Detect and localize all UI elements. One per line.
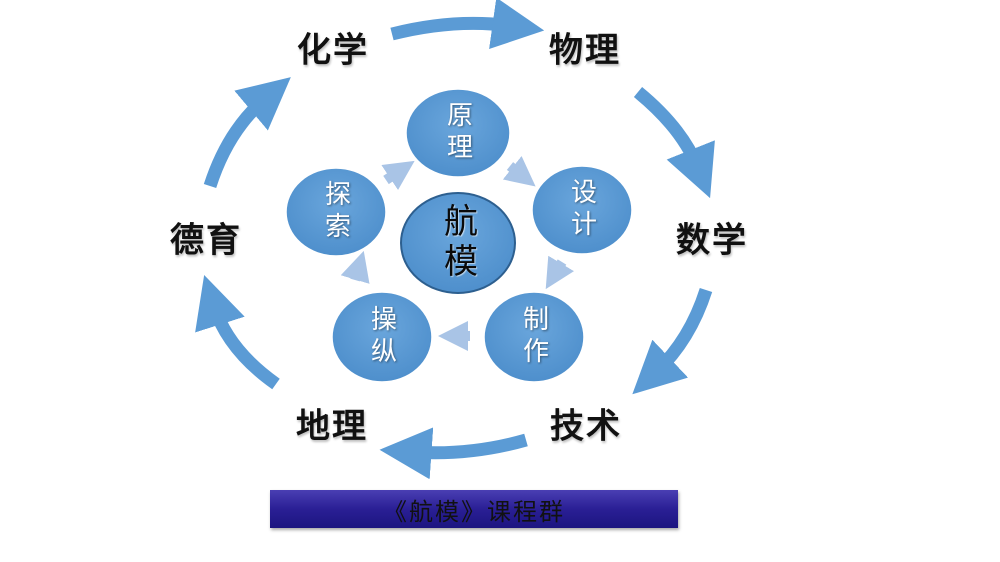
circle-center xyxy=(400,192,516,294)
outer-arrow-math-tech xyxy=(632,287,713,395)
node-math: 数学 xyxy=(676,220,748,261)
circle-operate xyxy=(331,291,433,383)
node-physics: 物理 xyxy=(549,30,621,71)
circle-explore xyxy=(285,167,387,257)
circle-design xyxy=(531,165,633,255)
node-geography: 地理 xyxy=(296,406,368,447)
node-principle: 原理 xyxy=(442,101,473,165)
node-design: 设计 xyxy=(566,178,597,242)
banner-text: 《航模》课程群 xyxy=(383,497,565,526)
inner-arrow-3 xyxy=(545,255,575,290)
circle-make xyxy=(483,291,585,383)
node-operate: 操纵 xyxy=(366,305,397,369)
outer-arrow-geo-moral xyxy=(195,275,280,390)
node-explore: 探索 xyxy=(320,180,351,244)
node-center: 航模 xyxy=(437,203,478,283)
inner-arrow-1 xyxy=(381,160,415,191)
outer-arrow-phys-math xyxy=(633,86,715,199)
node-chemistry: 化学 xyxy=(297,30,369,71)
circle-principle xyxy=(405,88,511,178)
title-banner: 《航模》课程群 xyxy=(270,490,678,528)
node-make: 制作 xyxy=(518,305,549,369)
outer-arrow-tech-geo xyxy=(379,427,528,480)
node-technology: 技术 xyxy=(550,406,622,447)
inner-arrow-5 xyxy=(340,250,370,284)
outer-arrow-moral-chem xyxy=(203,77,291,189)
outer-arrow-chem-phys xyxy=(390,0,545,50)
node-moral: 德育 xyxy=(170,220,242,261)
inner-arrow-2 xyxy=(502,156,536,187)
